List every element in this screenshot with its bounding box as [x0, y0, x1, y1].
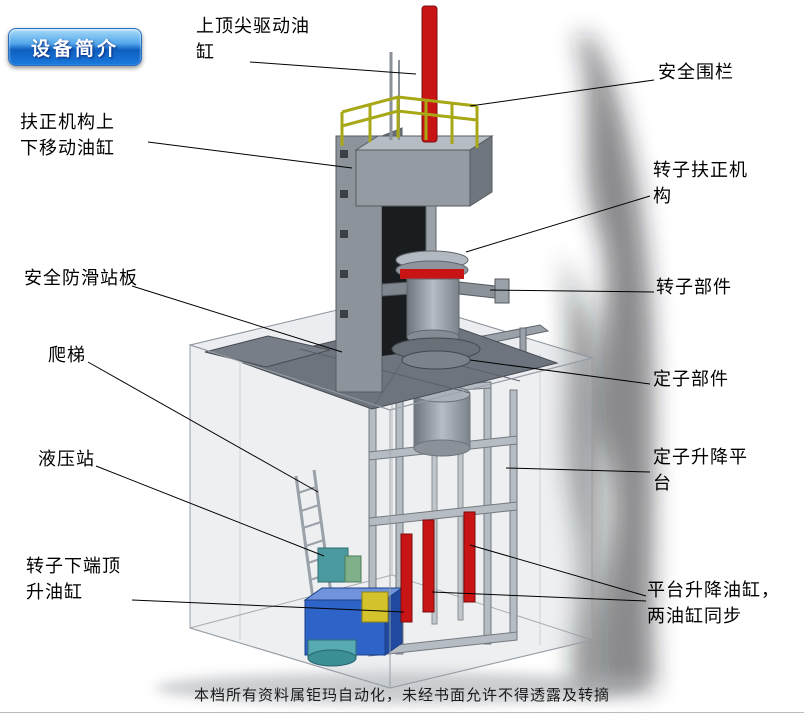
- label-rotor-jack-cylinder: 转子下端顶 升油缸: [26, 556, 121, 603]
- platform-lift-cylinders: [400, 511, 476, 623]
- label-rotor-part: 转子部件: [656, 277, 732, 298]
- label-anti-slip-board: 安全防滑站板: [24, 268, 138, 289]
- ground-shadow: [155, 672, 645, 704]
- label-stator-part: 定子部件: [653, 369, 729, 390]
- stator-lift-frame: [368, 367, 518, 657]
- label-centering-move-cylinder: 扶正机构上 下移动油缸: [20, 112, 115, 159]
- label-safety-fence: 安全围栏: [658, 62, 734, 83]
- label-rotor-centering-mechanism: 转子扶正机 构: [653, 160, 748, 207]
- bottom-rule: [0, 712, 804, 713]
- rotor-part: [381, 205, 510, 370]
- head-block: [354, 135, 494, 207]
- footer-disclaimer: 本档所有资料属钜玛自动化，未经书面允许不得透露及转摘: [193, 686, 610, 704]
- label-top-tip-drive-cylinder: 上顶尖驱动油 缸: [196, 16, 310, 63]
- label-stator-lift-platform: 定子升降平 台: [653, 447, 748, 494]
- label-hydraulic-station: 液压站: [38, 449, 95, 470]
- safety-fence: [340, 95, 479, 148]
- title-badge: 设备简介: [8, 28, 142, 66]
- label-ladder: 爬梯: [48, 345, 86, 366]
- title-badge-label: 设备简介: [30, 37, 119, 60]
- label-platform-lift-cylinders: 平台升降油缸， 两油缸同步: [647, 580, 780, 627]
